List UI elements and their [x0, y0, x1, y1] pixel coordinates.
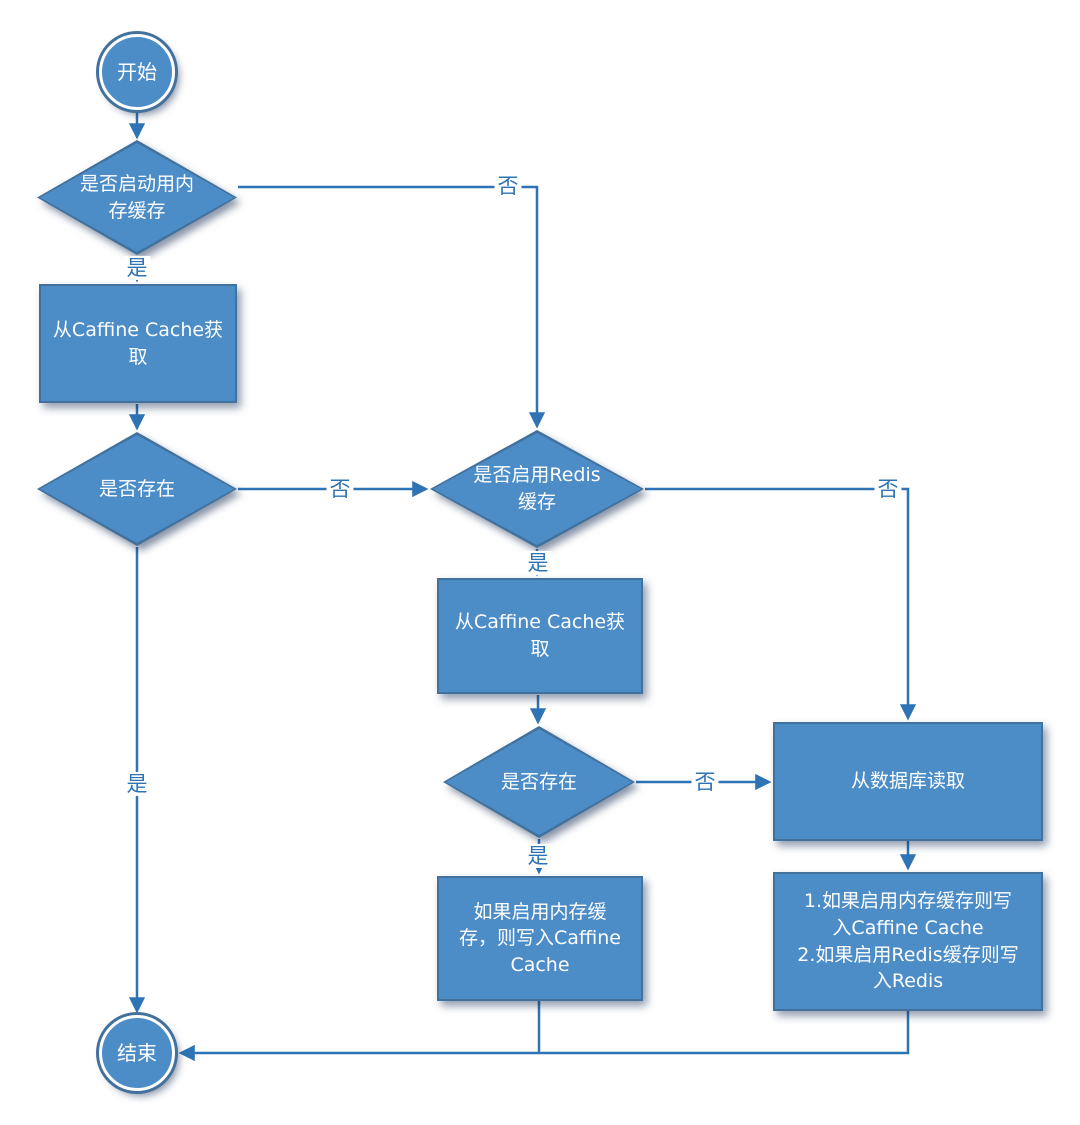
process-read-database-label: 从数据库读取	[850, 770, 965, 793]
edge-label-exist1-yes: 是	[123, 771, 151, 797]
process-caffine-get-1-label: 从Caffine Cache获 取	[52, 318, 224, 368]
decision-memory-cache-label: 是否启动用内 存缓存	[79, 172, 194, 222]
process-write-both-caches-label: 1.如果启用内存缓存则写 入Caffine Cache 2.如果启用Redis缓…	[797, 890, 1019, 993]
decision-exists-2: 是否存在	[443, 726, 635, 838]
decision-exists-1-label: 是否存在	[98, 477, 175, 500]
connector-redis-no-to-database	[645, 487, 917, 721]
process-caffine-get-2-label: 从Caffine Cache获 取	[454, 611, 626, 660]
process-caffine-get-2: 从Caffine Cache获 取	[437, 578, 643, 694]
connector-mem-no-to-redis-decision	[238, 185, 546, 429]
connector-write-both-to-end	[178, 1011, 910, 1062]
node-end: 结束	[99, 1015, 175, 1091]
edge-label-redis-yes: 是	[524, 550, 552, 576]
edge-label-exist2-yes: 是	[524, 843, 552, 869]
decision-exists-2-label: 是否存在	[500, 770, 577, 793]
process-read-database: 从数据库读取	[773, 722, 1043, 841]
process-write-caffine: 如果启用内存缓 存，则写入Caffine Cache	[437, 876, 643, 1001]
decision-redis-cache: 是否启用Redis 缓存	[430, 430, 644, 548]
decision-memory-cache: 是否启动用内 存缓存	[37, 140, 237, 255]
node-start: 开始	[99, 34, 175, 110]
decision-redis-cache-label: 是否启用Redis 缓存	[473, 464, 601, 513]
edge-label-exist2-no: 否	[691, 769, 719, 795]
node-end-label: 结束	[117, 1041, 157, 1065]
edge-label-exist1-no: 否	[326, 476, 354, 502]
edge-label-redis-no: 否	[874, 476, 902, 502]
node-start-label: 开始	[117, 60, 157, 84]
edge-label-mem-yes: 是	[123, 255, 151, 281]
process-write-caffine-label: 如果启用内存缓 存，则写入Caffine Cache	[458, 900, 621, 976]
edge-label-mem-no: 否	[494, 173, 522, 199]
process-write-both-caches: 1.如果启用内存缓存则写 入Caffine Cache 2.如果启用Redis缓…	[773, 872, 1043, 1011]
decision-exists-1: 是否存在	[37, 432, 237, 546]
process-caffine-get-1: 从Caffine Cache获 取	[39, 284, 237, 403]
